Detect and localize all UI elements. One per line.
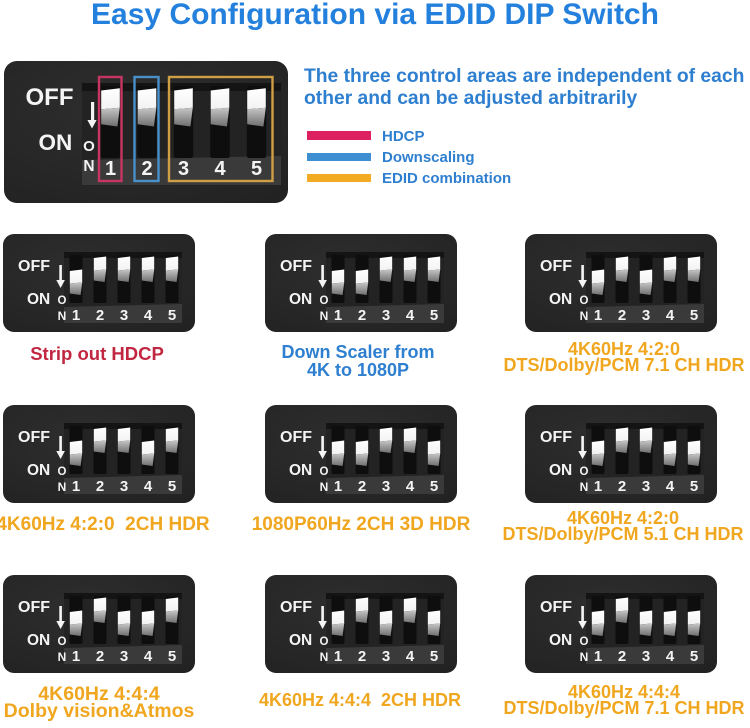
svg-text:2: 2 <box>96 307 104 324</box>
svg-text:3: 3 <box>642 307 650 324</box>
svg-text:5: 5 <box>168 648 176 665</box>
svg-text:1: 1 <box>334 307 342 324</box>
svg-text:O: O <box>58 295 67 307</box>
svg-text:O: O <box>58 466 67 478</box>
svg-text:4: 4 <box>666 307 675 324</box>
svg-text:OFF: OFF <box>18 599 50 616</box>
svg-text:5: 5 <box>430 478 438 495</box>
svg-text:3: 3 <box>382 648 390 665</box>
svg-text:O: O <box>320 295 329 307</box>
svg-text:3: 3 <box>120 478 128 495</box>
svg-text:N: N <box>580 650 589 664</box>
svg-text:4: 4 <box>406 307 415 324</box>
svg-text:4: 4 <box>214 158 226 180</box>
svg-text:2: 2 <box>618 307 626 324</box>
svg-text:O: O <box>83 138 95 155</box>
svg-text:5: 5 <box>168 478 176 495</box>
svg-text:OFF: OFF <box>280 599 312 616</box>
svg-text:3: 3 <box>382 478 390 495</box>
svg-text:4: 4 <box>666 478 675 495</box>
svg-text:ON: ON <box>39 130 73 155</box>
svg-text:N: N <box>58 309 67 323</box>
svg-text:1: 1 <box>594 648 602 665</box>
svg-text:1: 1 <box>72 307 80 324</box>
svg-text:N: N <box>320 480 329 494</box>
svg-text:2: 2 <box>358 307 366 324</box>
svg-text:ON: ON <box>549 291 572 308</box>
svg-text:2: 2 <box>96 648 104 665</box>
svg-text:ON: ON <box>27 462 50 479</box>
svg-text:4: 4 <box>406 648 415 665</box>
svg-text:ON: ON <box>549 632 572 649</box>
svg-text:1: 1 <box>72 478 80 495</box>
svg-text:OFF: OFF <box>540 599 572 616</box>
svg-text:2: 2 <box>96 478 104 495</box>
svg-text:2: 2 <box>358 648 366 665</box>
svg-text:4: 4 <box>406 478 415 495</box>
svg-text:O: O <box>320 466 329 478</box>
svg-text:2: 2 <box>358 478 366 495</box>
svg-text:3: 3 <box>120 307 128 324</box>
svg-text:ON: ON <box>289 462 312 479</box>
svg-text:3: 3 <box>642 478 650 495</box>
svg-text:4: 4 <box>144 478 153 495</box>
svg-text:ON: ON <box>27 291 50 308</box>
svg-text:OFF: OFF <box>280 429 312 446</box>
svg-text:N: N <box>580 309 589 323</box>
svg-text:OFF: OFF <box>26 84 74 111</box>
svg-text:1: 1 <box>334 478 342 495</box>
svg-text:O: O <box>580 295 589 307</box>
svg-text:4: 4 <box>144 307 153 324</box>
svg-text:1: 1 <box>334 648 342 665</box>
svg-text:O: O <box>58 636 67 648</box>
svg-text:3: 3 <box>120 648 128 665</box>
svg-text:ON: ON <box>549 462 572 479</box>
svg-text:ON: ON <box>289 632 312 649</box>
svg-text:N: N <box>580 480 589 494</box>
svg-text:OFF: OFF <box>540 429 572 446</box>
svg-text:5: 5 <box>690 307 698 324</box>
svg-text:N: N <box>58 650 67 664</box>
svg-text:1: 1 <box>72 648 80 665</box>
svg-text:N: N <box>83 158 94 175</box>
svg-text:3: 3 <box>642 648 650 665</box>
svg-text:OFF: OFF <box>280 258 312 275</box>
svg-text:4: 4 <box>666 648 675 665</box>
svg-text:N: N <box>320 650 329 664</box>
svg-text:1: 1 <box>594 307 602 324</box>
svg-text:N: N <box>320 309 329 323</box>
svg-text:3: 3 <box>178 158 189 180</box>
svg-text:5: 5 <box>690 648 698 665</box>
svg-text:5: 5 <box>690 478 698 495</box>
svg-text:OFF: OFF <box>18 429 50 446</box>
svg-text:5: 5 <box>251 158 262 180</box>
svg-text:ON: ON <box>289 291 312 308</box>
svg-text:3: 3 <box>382 307 390 324</box>
svg-text:4: 4 <box>144 648 153 665</box>
svg-text:5: 5 <box>168 307 176 324</box>
svg-text:5: 5 <box>430 307 438 324</box>
svg-text:2: 2 <box>618 478 626 495</box>
svg-text:N: N <box>58 480 67 494</box>
svg-text:1: 1 <box>594 478 602 495</box>
svg-text:ON: ON <box>27 632 50 649</box>
svg-text:OFF: OFF <box>540 258 572 275</box>
svg-text:O: O <box>320 636 329 648</box>
svg-text:1: 1 <box>105 158 116 180</box>
svg-text:2: 2 <box>618 648 626 665</box>
svg-text:5: 5 <box>430 648 438 665</box>
svg-text:OFF: OFF <box>18 258 50 275</box>
svg-text:2: 2 <box>141 158 152 180</box>
svg-text:O: O <box>580 636 589 648</box>
svg-text:O: O <box>580 466 589 478</box>
